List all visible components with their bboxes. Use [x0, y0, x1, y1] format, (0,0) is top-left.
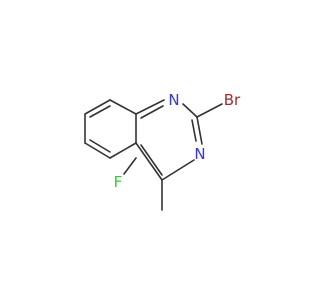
- bond-c2-n3: [196, 116, 203, 145]
- bond-c5-f: [123, 157, 137, 175]
- atom-label-n1: N: [168, 91, 179, 109]
- bond-c8a-c8: [84, 99, 111, 115]
- bond-c7-c6: [84, 142, 111, 159]
- bond-c4a-n1: [135, 99, 165, 115]
- atom-label-br: Br: [224, 91, 241, 109]
- bond-n1-c2: [182, 103, 198, 118]
- atom-label-n3: N: [194, 145, 205, 163]
- bond-c4-c4a-inner: [140, 144, 163, 176]
- molecule-structure: N N Br F: [84, 91, 241, 211]
- bonds-group: [84, 99, 223, 211]
- atom-label-f: F: [114, 173, 123, 191]
- bond-c4a-c8a: [109, 99, 137, 115]
- bond-c4a-n1-inner: [140, 105, 164, 119]
- bond-c2-n3-inner: [191, 119, 197, 142]
- bond-c6-c5: [109, 142, 137, 159]
- bond-c7-c6-inner: [89, 139, 111, 153]
- bond-c8a-c8-inner: [89, 105, 111, 118]
- bond-c4-c4a: [135, 142, 163, 181]
- bond-c2-br: [196, 103, 223, 118]
- bond-n3-c4: [161, 159, 195, 181]
